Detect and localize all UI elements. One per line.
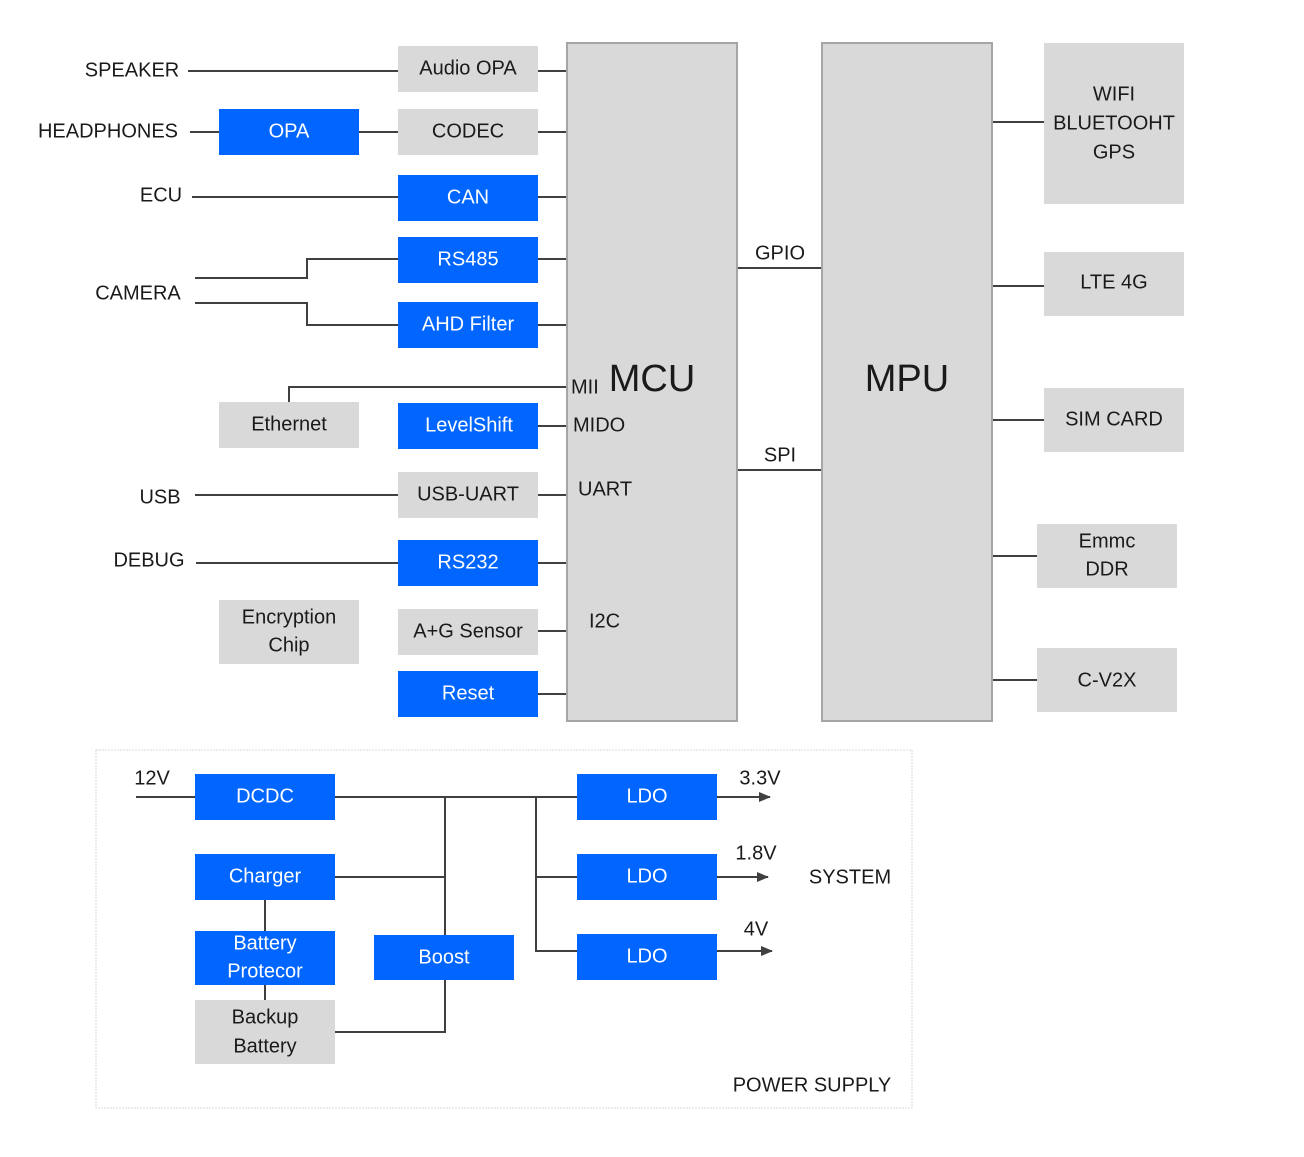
output-4v-label: 4V xyxy=(744,918,769,940)
wifi-label: WIFI xyxy=(1093,83,1135,105)
sim-card-label: SIM CARD xyxy=(1065,408,1163,430)
line-camera-rs485 xyxy=(195,258,398,279)
connector-lines xyxy=(136,70,1044,1033)
output-3v3-label: 3.3V xyxy=(739,767,781,789)
mcu-pin-i2c: I2C xyxy=(589,610,620,632)
reset-block xyxy=(398,671,538,717)
audio-opa-block xyxy=(398,46,538,92)
reset-label: Reset xyxy=(442,682,495,704)
battery-protector-label-line2: Protecor xyxy=(227,960,303,982)
ldo-2-block xyxy=(577,854,717,900)
mcu-pin-uart: UART xyxy=(578,478,632,500)
emmc-label: Emmc xyxy=(1079,530,1136,552)
encryption-chip-block xyxy=(219,600,359,664)
ldo-1-label: LDO xyxy=(626,785,667,807)
boost-block xyxy=(374,935,514,980)
codec-block xyxy=(398,109,538,155)
opa-label: OPA xyxy=(269,120,310,142)
levelshift-block xyxy=(398,403,538,449)
ldo-2-label: LDO xyxy=(626,865,667,887)
usb-label: USB xyxy=(139,486,180,508)
rs485-block xyxy=(398,237,538,283)
battery-protector-block xyxy=(195,931,335,985)
camera-label: CAMERA xyxy=(95,282,181,304)
output-arrows xyxy=(717,792,773,956)
spi-label: SPI xyxy=(764,444,796,466)
charger-block xyxy=(195,854,335,900)
dcdc-block xyxy=(195,774,335,820)
lte-4g-block xyxy=(1044,252,1184,316)
mpu-block xyxy=(821,42,993,722)
bluetooth-label: BLUETOOHT xyxy=(1053,112,1175,134)
backup-battery-block xyxy=(195,1000,335,1064)
encryption-chip-label-line2: Chip xyxy=(268,634,309,656)
ahd-filter-block xyxy=(398,302,538,348)
line-camera-ahd xyxy=(195,302,398,326)
system-label: SYSTEM xyxy=(809,866,891,888)
line-backup-boost xyxy=(335,980,446,1033)
ag-sensor-label: A+G Sensor xyxy=(413,620,523,642)
codec-label: CODEC xyxy=(432,120,504,142)
power-supply-frame xyxy=(95,749,913,1109)
gpio-label: GPIO xyxy=(755,242,805,264)
ldo-3-block xyxy=(577,934,717,980)
lte-4g-label: LTE 4G xyxy=(1080,271,1147,293)
gps-label: GPS xyxy=(1093,141,1135,163)
ldo-1-block xyxy=(577,774,717,820)
ethernet-label: Ethernet xyxy=(251,413,327,435)
debug-label: DEBUG xyxy=(113,549,184,571)
input-12v-label: 12V xyxy=(134,767,170,789)
ldo-3-label: LDO xyxy=(626,945,667,967)
ahd-filter-label: AHD Filter xyxy=(422,313,515,335)
headphones-label: HEADPHONES xyxy=(38,120,178,142)
rs232-block xyxy=(398,540,538,586)
wifi-bt-gps-block xyxy=(1044,43,1184,204)
levelshift-label: LevelShift xyxy=(425,414,513,436)
ag-sensor-block xyxy=(398,609,538,655)
ddr-label: DDR xyxy=(1085,558,1128,580)
sim-card-block xyxy=(1044,388,1184,452)
c-v2x-label: C-V2X xyxy=(1078,669,1137,691)
ecu-label: ECU xyxy=(140,184,182,206)
mcu-pin-mii: MII xyxy=(571,376,599,398)
rs485-label: RS485 xyxy=(437,248,498,270)
mcu-label: MCU xyxy=(609,358,696,400)
boost-label: Boost xyxy=(418,946,470,968)
emmc-ddr-block xyxy=(1037,524,1177,588)
ethernet-block xyxy=(219,402,359,448)
power-supply-label: POWER SUPPLY xyxy=(733,1074,892,1096)
c-v2x-block xyxy=(1037,648,1177,712)
audio-opa-label: Audio OPA xyxy=(419,57,517,79)
battery-protector-label-line1: Battery xyxy=(233,932,296,954)
opa-block xyxy=(219,109,359,155)
mcu-pin-mido: MIDO xyxy=(573,414,625,436)
line-ethernet-mii xyxy=(288,386,567,402)
usb-uart-block xyxy=(398,472,538,518)
dcdc-label: DCDC xyxy=(236,785,294,807)
can-block xyxy=(398,175,538,221)
mpu-label: MPU xyxy=(865,358,949,400)
mcu-block xyxy=(566,42,738,722)
charger-label: Charger xyxy=(229,865,302,887)
rs232-label: RS232 xyxy=(437,551,498,573)
speaker-label: SPEAKER xyxy=(85,59,179,81)
line-bus-ldo3 xyxy=(535,797,577,952)
can-label: CAN xyxy=(447,186,489,208)
encryption-chip-label-line1: Encryption xyxy=(242,606,337,628)
output-1v8-label: 1.8V xyxy=(735,842,777,864)
usb-uart-label: USB-UART xyxy=(417,483,519,505)
backup-battery-label-line1: Backup xyxy=(232,1006,299,1028)
backup-battery-label-line2: Battery xyxy=(233,1035,296,1057)
